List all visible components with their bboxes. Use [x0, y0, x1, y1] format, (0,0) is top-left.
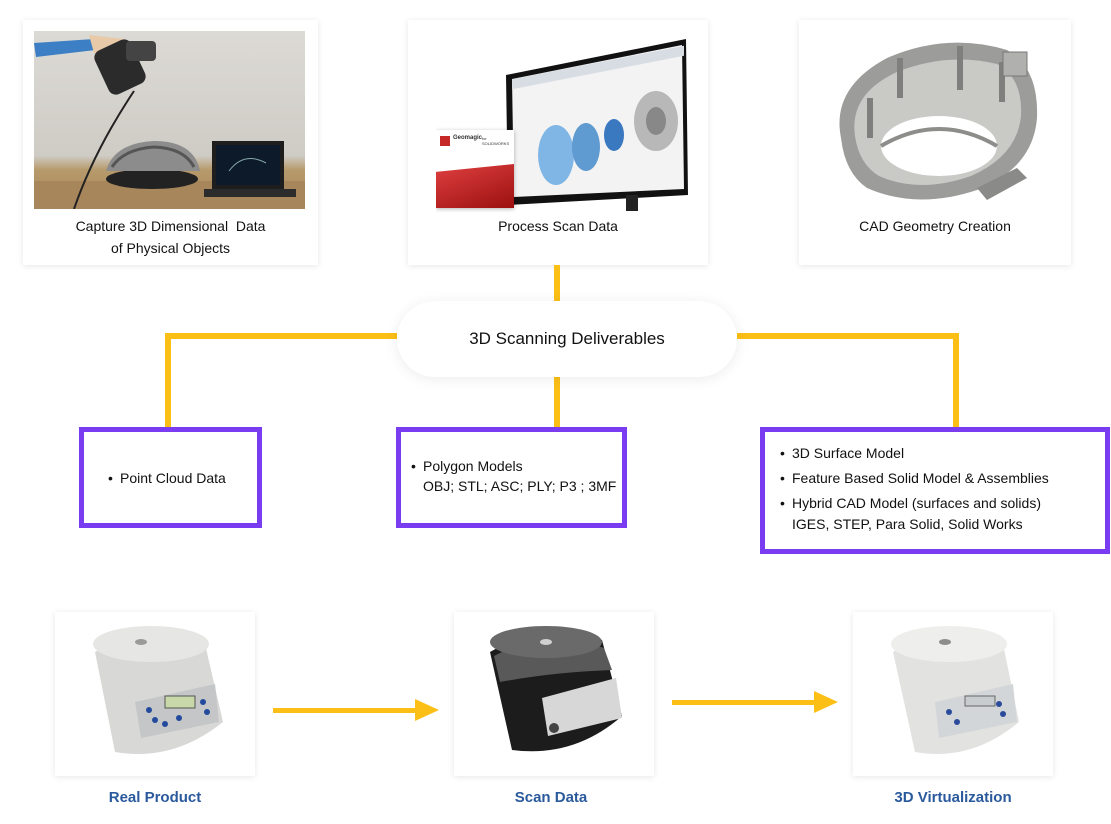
connector-top — [554, 265, 560, 301]
connector-left-h — [165, 333, 397, 339]
arrow-right-icon — [273, 699, 439, 721]
real-product-image — [93, 626, 223, 754]
cad-card: CAD Geometry Creation — [799, 20, 1071, 265]
deliverable-item: Polygon Models OBJ; STL; ASC; PLY; P3 ; … — [411, 458, 622, 494]
cad-caption: CAD Geometry Creation — [859, 218, 1011, 234]
geomagic-brand: Geomagic — [453, 135, 483, 141]
process-card: Geomagic for SOLIDWORKS Process Scan Dat… — [408, 20, 708, 265]
deliverable-label: Polygon Models — [423, 458, 523, 474]
deliverable-cad: 3D Surface Model Feature Based Solid Mod… — [760, 427, 1110, 554]
deliverable-label: Feature Based Solid Model & Assemblies — [792, 470, 1049, 486]
hub-label: 3D Scanning Deliverables — [469, 329, 665, 348]
cad-part-image — [827, 28, 1047, 213]
geomagic-logo-icon — [440, 136, 450, 146]
geomagic-swoosh — [436, 164, 514, 208]
connector-right-v — [953, 333, 959, 428]
connector-right-h — [737, 333, 959, 339]
scan-data-label: Scan Data — [514, 789, 588, 806]
capture-photo — [34, 31, 305, 209]
arrow-right-icon — [672, 691, 838, 713]
deliverable-formats: OBJ; STL; ASC; PLY; P3 ; 3MF — [423, 478, 617, 494]
deliverable-label: Point Cloud Data — [120, 470, 226, 486]
deliverable-polygon: Polygon Models OBJ; STL; ASC; PLY; P3 ; … — [396, 427, 627, 528]
capture-caption-line1: Capture 3D Dimensional Data — [75, 218, 266, 234]
scan-data-card — [454, 612, 654, 776]
deliverables-hub: 3D Scanning Deliverables — [397, 301, 737, 377]
connector-mid-v — [554, 377, 560, 428]
virtualization-card — [853, 612, 1053, 776]
deliverable-point-cloud: Point Cloud Data — [79, 427, 262, 528]
real-product-card — [55, 612, 255, 776]
process-caption: Process Scan Data — [498, 218, 618, 234]
deliverable-item: Point Cloud Data — [108, 470, 257, 486]
capture-card: Capture 3D Dimensional Data of Physical … — [23, 20, 318, 265]
scan-data-image — [490, 626, 622, 752]
deliverable-item: 3D Surface Model — [780, 445, 1105, 461]
process-screen-image: Geomagic for SOLIDWORKS — [436, 35, 696, 213]
virtualization-image — [891, 626, 1019, 754]
real-product-label: Real Product — [108, 789, 202, 806]
virtualization-label: 3D Virtualization — [894, 789, 1012, 806]
deliverable-item: Feature Based Solid Model & Assemblies — [780, 470, 1105, 486]
deliverable-formats: IGES, STEP, Para Solid, Solid Works — [792, 516, 1023, 532]
connector-left-v — [165, 333, 171, 428]
geomagic-splash-box: Geomagic for SOLIDWORKS — [436, 130, 514, 208]
capture-caption-line2: of Physical Objects — [110, 240, 231, 256]
geomagic-product: for SOLIDWORKS — [482, 136, 510, 146]
deliverable-label: Hybrid CAD Model (surfaces and solids) — [792, 495, 1041, 511]
deliverable-label: 3D Surface Model — [792, 445, 905, 461]
deliverable-item: Hybrid CAD Model (surfaces and solids) I… — [780, 495, 1105, 532]
